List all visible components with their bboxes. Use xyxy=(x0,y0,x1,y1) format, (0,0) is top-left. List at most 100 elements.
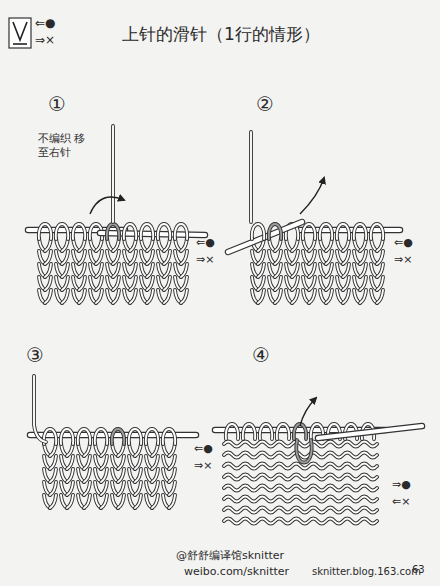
yarn-outline xyxy=(79,290,85,303)
yarn-outline xyxy=(371,290,377,303)
yarn xyxy=(146,429,158,444)
yarn xyxy=(152,456,158,469)
yarn-outline xyxy=(130,251,136,264)
yarn xyxy=(62,264,68,277)
yarn xyxy=(39,251,45,264)
yarn xyxy=(78,429,90,444)
yarn-outline xyxy=(44,456,50,469)
yarn-outline xyxy=(90,290,96,303)
yarn xyxy=(169,482,175,495)
yarn xyxy=(50,469,56,482)
yarn-outline xyxy=(130,264,136,277)
yarn-outline xyxy=(39,224,51,239)
yarn-outline xyxy=(252,290,258,303)
yarn-outline xyxy=(113,264,119,277)
yarn-outline xyxy=(112,429,124,444)
yarn xyxy=(377,290,383,303)
yarn-outline xyxy=(343,251,349,264)
yarn xyxy=(258,251,264,264)
yarn-outline xyxy=(224,519,377,524)
yarn-outline xyxy=(354,224,366,239)
yarn-outline xyxy=(113,290,119,303)
step-number: ② xyxy=(256,92,274,116)
yarn xyxy=(73,277,79,290)
yarn xyxy=(39,277,45,290)
yarn-outline xyxy=(309,277,315,290)
yarn xyxy=(343,277,349,290)
yarn-outline xyxy=(146,469,152,482)
yarn xyxy=(320,277,326,290)
yarn xyxy=(44,495,50,508)
slip-stitch-symbol xyxy=(13,22,27,40)
yarn xyxy=(326,277,332,290)
yarn-outline xyxy=(96,277,102,290)
yarn-outline xyxy=(62,264,68,277)
yarn-outline xyxy=(124,264,130,277)
yarn-outline xyxy=(286,264,292,277)
yarn-outline xyxy=(303,290,309,303)
yarn-outline xyxy=(39,264,45,277)
yarn xyxy=(224,442,377,447)
yarn-outline xyxy=(224,442,377,447)
yarn xyxy=(112,469,118,482)
step-number: ③ xyxy=(26,343,44,367)
yarn xyxy=(62,277,68,290)
yarn xyxy=(337,277,343,290)
page-title: 上针的滑针（1行的情形） xyxy=(122,24,320,44)
yarn-outline xyxy=(56,277,62,290)
yarn xyxy=(286,251,292,264)
yarn xyxy=(67,495,73,508)
yarn xyxy=(175,290,181,303)
yarn xyxy=(337,251,343,264)
yarn-outline xyxy=(286,251,292,264)
yarn xyxy=(101,456,107,469)
yarn xyxy=(250,132,252,222)
yarn-outline xyxy=(292,277,298,290)
yarn xyxy=(175,251,181,264)
yarn-outline xyxy=(292,264,298,277)
step-note: 不编织 移至右针 xyxy=(38,132,95,160)
yarn-outline xyxy=(360,290,366,303)
yarn xyxy=(224,453,377,458)
yarn-outline xyxy=(129,482,135,495)
yarn xyxy=(292,264,298,277)
yarn xyxy=(252,224,264,239)
yarn-outline xyxy=(95,482,101,495)
yarn xyxy=(163,456,169,469)
yarn xyxy=(56,277,62,290)
yarn-outline xyxy=(175,224,187,239)
yarn-outline xyxy=(129,469,135,482)
yarn-outline xyxy=(292,290,298,303)
yarn xyxy=(45,251,51,264)
yarn-outline xyxy=(258,251,264,264)
yarn-outline xyxy=(112,482,118,495)
yarn xyxy=(260,424,272,439)
yarn-outline xyxy=(343,264,349,277)
yarn-outline xyxy=(50,495,56,508)
yarn-outline xyxy=(354,277,360,290)
yarn-outline xyxy=(107,290,113,303)
yarn-outline xyxy=(164,277,170,290)
yarn-outline xyxy=(84,456,90,469)
yarn xyxy=(343,264,349,277)
yarn xyxy=(224,519,377,524)
yarn-outline xyxy=(79,277,85,290)
yarn-outline xyxy=(147,264,153,277)
yarn xyxy=(44,469,50,482)
yarn-outline xyxy=(175,264,181,277)
yarn xyxy=(95,456,101,469)
yarn xyxy=(181,290,187,303)
yarn xyxy=(50,456,56,469)
yarn xyxy=(96,277,102,290)
yarn-outline xyxy=(260,424,272,439)
yarn xyxy=(169,456,175,469)
yarn-outline xyxy=(62,277,68,290)
yarn xyxy=(152,495,158,508)
yarn xyxy=(78,495,84,508)
yarn-outline xyxy=(101,456,107,469)
yarn-outline xyxy=(163,429,175,444)
yarn-outline xyxy=(118,469,124,482)
yarn-outline xyxy=(141,251,147,264)
yarn xyxy=(303,277,309,290)
yarn xyxy=(164,264,170,277)
